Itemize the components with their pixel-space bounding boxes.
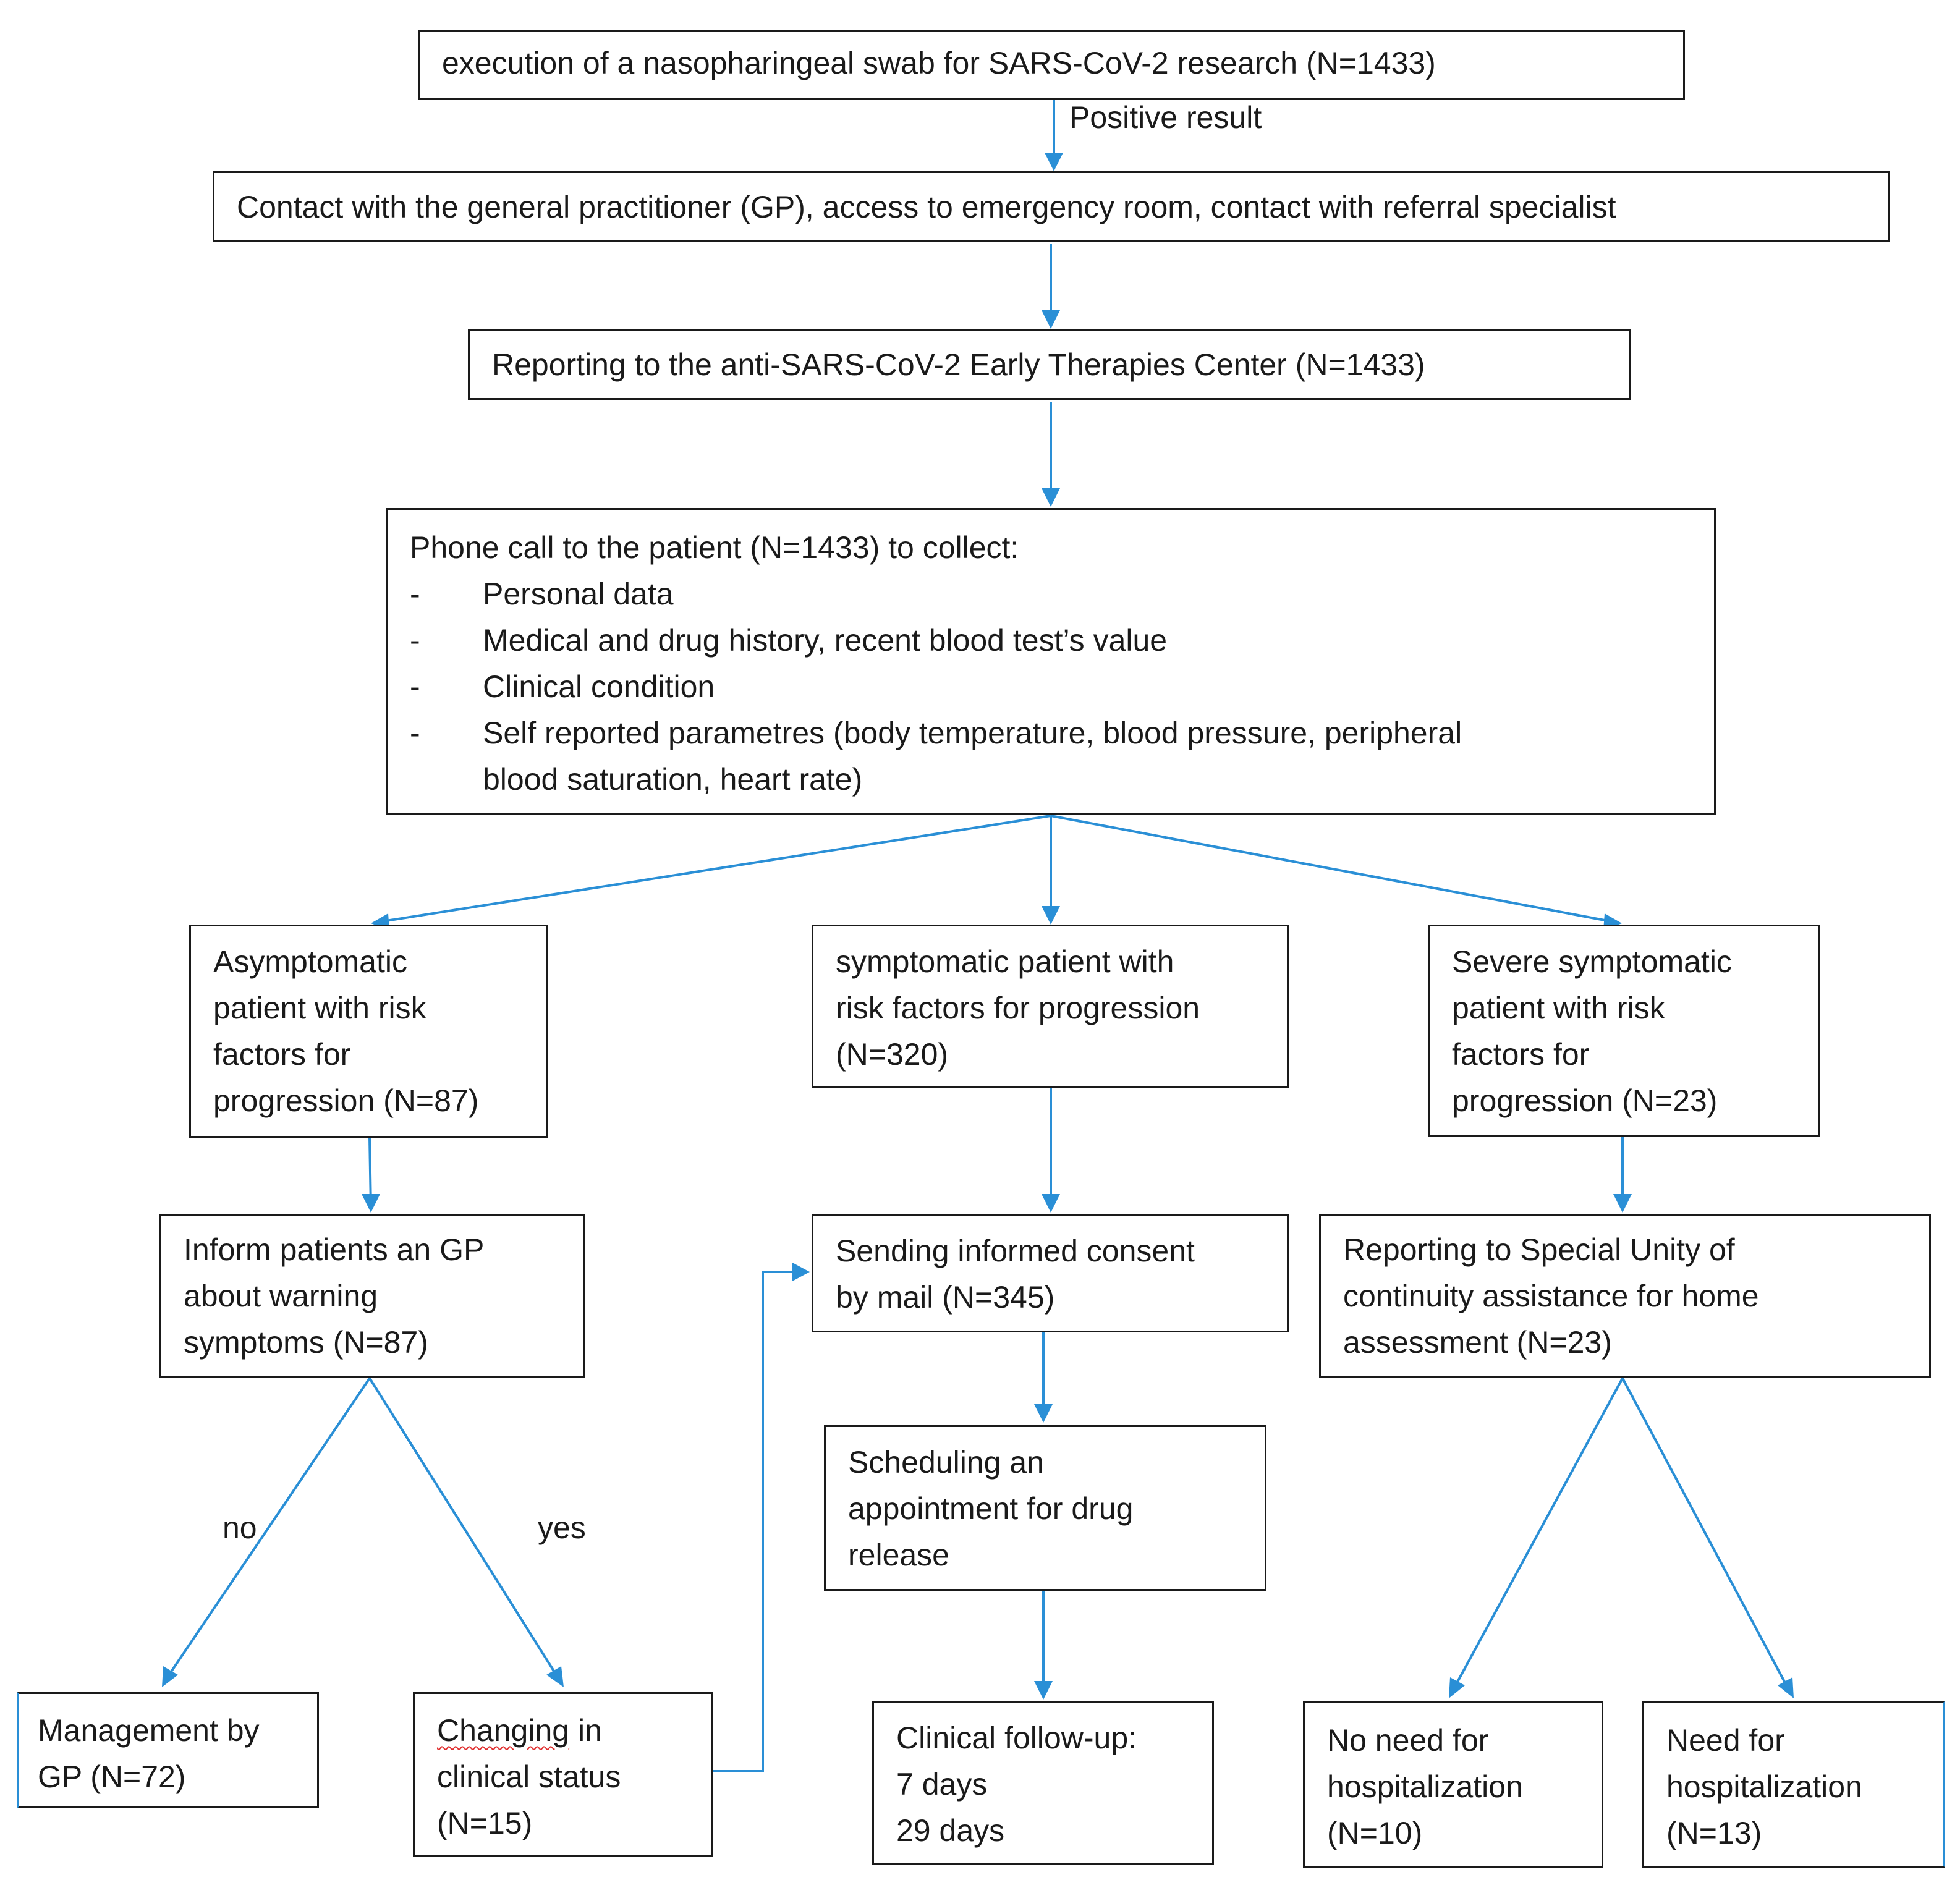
management-box: Management by GP (N=72) — [17, 1692, 319, 1808]
needhosp-line2: hospitalization — [1666, 1769, 1862, 1804]
contact-text: Contact with the general practitioner (G… — [237, 190, 1616, 224]
special-line3: assessment (N=23) — [1343, 1325, 1612, 1360]
phone-item-text: Medical and drug history, recent blood t… — [483, 623, 1168, 658]
arrow-inform-to-changing — [368, 1377, 561, 1681]
arrowhead-inform-management — [162, 1666, 178, 1687]
list-dash: - — [410, 623, 420, 658]
needhosp-line1: Need for — [1666, 1723, 1785, 1758]
inform-line2: about warning — [184, 1279, 378, 1313]
arrowhead-special-nohosp — [1449, 1677, 1465, 1698]
arrow-inform-to-management — [164, 1377, 371, 1681]
scheduling-line1: Scheduling an — [848, 1445, 1044, 1480]
scheduling-line3: release — [848, 1538, 949, 1572]
phone-item-text-cont: blood saturation, heart rate) — [483, 762, 863, 797]
followup-box: Clinical follow-up: 7 days 29 days — [872, 1701, 1214, 1865]
needhosp-line3: (N=13) — [1666, 1816, 1762, 1850]
followup-line2: 7 days — [896, 1767, 988, 1802]
phone-item-text: Personal data — [483, 577, 674, 611]
arrowhead-asymptomatic-inform — [362, 1194, 380, 1213]
severe-line4: progression (N=23) — [1452, 1083, 1718, 1118]
branch-yes-label: yes — [538, 1510, 586, 1545]
no-hospitalization-box: No need for hospitalization (N=10) — [1303, 1701, 1603, 1868]
consent-box: Sending informed consent by mail (N=345) — [812, 1214, 1289, 1332]
changing-line2: clinical status — [437, 1760, 621, 1794]
arrowhead-reporting-phone — [1042, 488, 1060, 507]
nohosp-line2: hospitalization — [1327, 1769, 1523, 1804]
changing-line1: Changing in — [437, 1708, 711, 1754]
asymptomatic-line1: Asymptomatic — [213, 944, 407, 979]
arrow-special-to-needhosp — [1621, 1378, 1791, 1692]
followup-line3: 29 days — [896, 1813, 1005, 1848]
phone-item-clinical: - Clinical condition — [410, 664, 1714, 710]
phone-collect-list: - Personal data - Medical and drug histo… — [410, 571, 1714, 803]
phone-item-personal: - Personal data — [410, 571, 1714, 617]
arrowhead-symptomatic-consent — [1042, 1194, 1060, 1213]
inform-line1: Inform patients an GP — [184, 1232, 485, 1267]
need-hospitalization-box: Need for hospitalization (N=13) — [1642, 1701, 1945, 1868]
list-dash: - — [410, 577, 420, 611]
scheduling-box: Scheduling an appointment for drug relea… — [824, 1425, 1266, 1591]
scheduling-line2: appointment for drug — [848, 1491, 1134, 1526]
severe-line3: factors for — [1452, 1037, 1590, 1072]
management-line2: GP (N=72) — [38, 1760, 186, 1794]
arrow-special-to-nohosp — [1451, 1378, 1624, 1692]
list-dash: - — [410, 716, 420, 750]
phone-call-box: Phone call to the patient (N=1433) to co… — [386, 508, 1716, 815]
arrowhead-special-needhosp — [1778, 1677, 1794, 1698]
arrowhead-changing-consent — [792, 1263, 810, 1281]
arrow-changing-to-consent — [712, 1271, 807, 1772]
arrow-phone-to-asymptomatic — [378, 815, 1051, 923]
phone-item-text: Self reported parametres (body temperatu… — [483, 716, 1462, 750]
swab-box: execution of a nasopharingeal swab for S… — [418, 30, 1685, 100]
severe-line2: patient with risk — [1452, 991, 1665, 1025]
changing-line3: (N=15) — [437, 1806, 533, 1840]
phone-item-medical: - Medical and drug history, recent blood… — [410, 617, 1714, 664]
asymptomatic-line4: progression (N=87) — [213, 1083, 479, 1118]
inform-line3: symptoms (N=87) — [184, 1325, 428, 1360]
list-dash: - — [410, 669, 420, 704]
changing-line1-rest: in — [569, 1713, 602, 1748]
reporting-box: Reporting to the anti-SARS-CoV-2 Early T… — [468, 329, 1631, 400]
swab-text: execution of a nasopharingeal swab for S… — [442, 46, 1436, 80]
branch-no-label: no — [223, 1510, 257, 1545]
consent-line1: Sending informed consent — [836, 1234, 1195, 1268]
special-line2: continuity assistance for home — [1343, 1279, 1759, 1313]
arrow-phone-to-severe — [1050, 815, 1615, 923]
followup-line1: Clinical follow-up: — [896, 1721, 1137, 1755]
arrowhead-severe-special — [1613, 1194, 1632, 1213]
symptomatic-line1: symptomatic patient with — [836, 944, 1174, 979]
nohosp-line1: No need for — [1327, 1723, 1489, 1758]
arrowhead-swab-contact — [1045, 153, 1063, 171]
arrowhead-phone-symptomatic — [1042, 906, 1060, 925]
inform-box: Inform patients an GP about warning symp… — [159, 1214, 585, 1378]
consent-line2: by mail (N=345) — [836, 1280, 1055, 1315]
phone-item-text: Clinical condition — [483, 669, 715, 704]
contact-box: Contact with the general practitioner (G… — [213, 171, 1890, 242]
asymptomatic-box: Asymptomatic patient with risk factors f… — [189, 925, 548, 1138]
positive-result-label: Positive result — [1069, 100, 1262, 135]
symptomatic-line2: risk factors for progression — [836, 991, 1200, 1025]
phone-intro: Phone call to the patient (N=1433) to co… — [410, 530, 1019, 565]
asymptomatic-line3: factors for — [213, 1037, 351, 1072]
phone-item-parameters: - Self reported parametres (body tempera… — [410, 710, 1714, 803]
severe-box: Severe symptomatic patient with risk fac… — [1428, 925, 1820, 1137]
asymptomatic-line2: patient with risk — [213, 991, 426, 1025]
symptomatic-line3: (N=320) — [836, 1037, 949, 1072]
special-line1: Reporting to Special Unity of — [1343, 1232, 1735, 1267]
severe-line1: Severe symptomatic — [1452, 944, 1732, 979]
arrowhead-scheduling-followup — [1034, 1681, 1053, 1700]
arrowhead-consent-scheduling — [1034, 1404, 1053, 1423]
symptomatic-box: symptomatic patient with risk factors fo… — [812, 925, 1289, 1088]
changing-word-spellcheck: Changing — [437, 1713, 570, 1748]
management-line1: Management by — [38, 1713, 260, 1748]
reporting-text: Reporting to the anti-SARS-CoV-2 Early T… — [492, 347, 1425, 382]
arrowhead-inform-changing — [546, 1666, 564, 1687]
special-unity-box: Reporting to Special Unity of continuity… — [1319, 1214, 1931, 1378]
nohosp-line3: (N=10) — [1327, 1816, 1423, 1850]
arrowhead-contact-reporting — [1042, 310, 1060, 329]
changing-box: Changing in clinical status (N=15) — [413, 1692, 713, 1857]
